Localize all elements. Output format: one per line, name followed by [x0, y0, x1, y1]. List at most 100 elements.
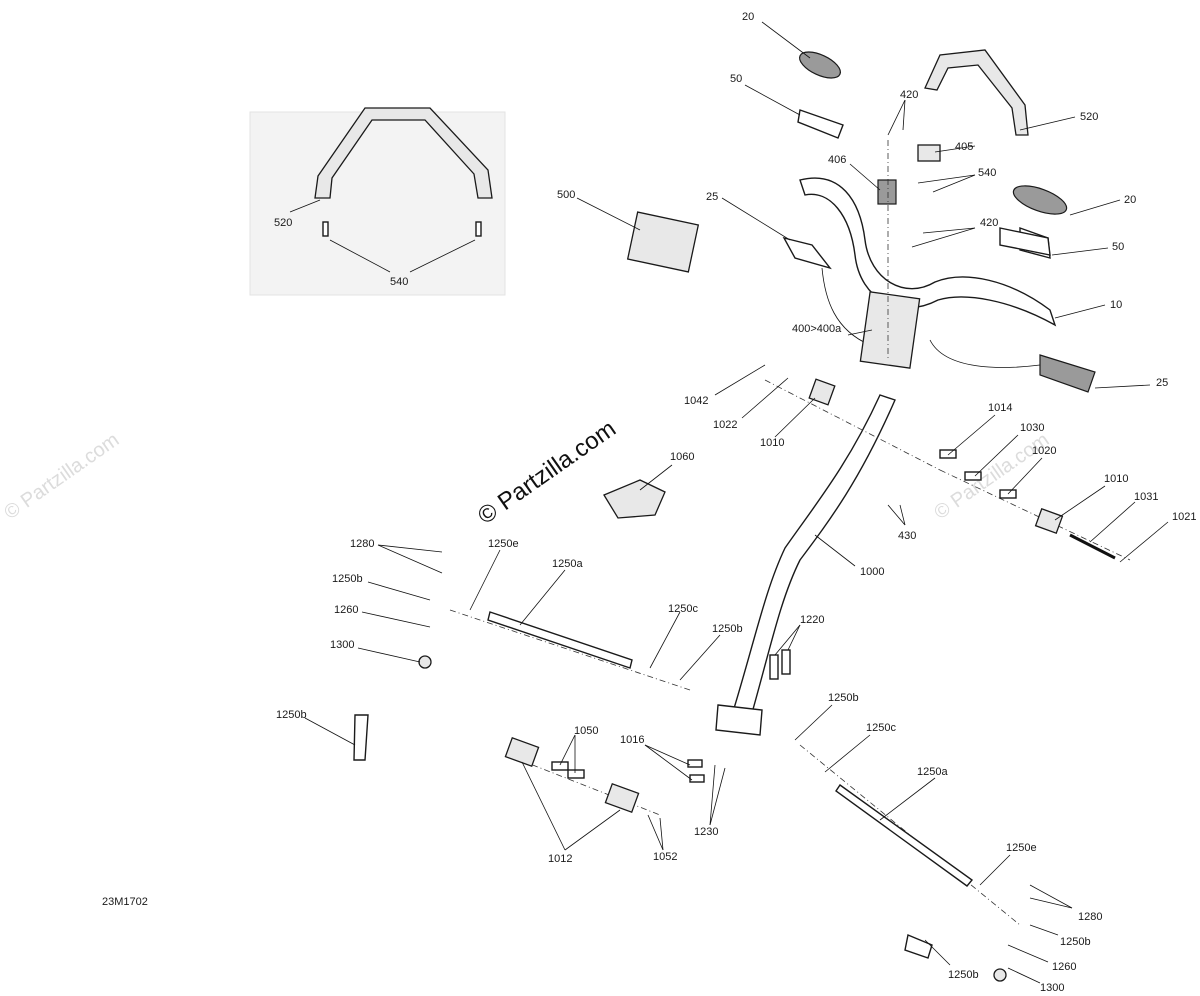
part-1220-b — [781, 649, 791, 675]
rod-1250a-left — [487, 611, 633, 669]
column-bracket — [715, 704, 763, 736]
callout-520: 520 — [274, 217, 292, 229]
part-1250b-lower-left — [353, 714, 369, 761]
handlebar-tube — [799, 177, 1057, 327]
grab-handle-top — [924, 49, 1029, 136]
callout-420: 420 — [980, 217, 998, 229]
callout-1260: 1260 — [1052, 961, 1076, 973]
callout-430: 430 — [898, 530, 916, 542]
part-1012-left — [504, 736, 540, 768]
rod-1250a-right — [835, 784, 974, 887]
callout-1016: 1016 — [620, 734, 644, 746]
callout-1010: 1010 — [760, 437, 784, 449]
part-1010-right — [1034, 507, 1064, 535]
grip-left — [799, 51, 841, 79]
svg-text:© Partzilla.com: © Partzilla.com — [473, 415, 621, 530]
callout-1060: 1060 — [670, 451, 694, 463]
handlebar-cap-406 — [877, 179, 897, 205]
callout-10: 10 — [1110, 299, 1122, 311]
callout-1250b: 1250b — [332, 573, 363, 585]
bolt-inset-right — [475, 221, 482, 237]
callout-labels: 20 50 420 520 405 406 540 20 500 25 420 … — [102, 11, 1196, 994]
callout-1220: 1220 — [800, 614, 824, 626]
watermark-faint-left: © Partzilla.com — [0, 429, 123, 524]
callout-500: 500 — [557, 189, 575, 201]
diagram-code: 23M1702 — [102, 896, 148, 908]
handwarmer-right — [1039, 354, 1096, 393]
callout-1042: 1042 — [684, 395, 708, 407]
callout-1031: 1031 — [1134, 491, 1158, 503]
handwarmer-left — [782, 236, 832, 270]
callout-25: 25 — [1156, 377, 1168, 389]
callout-520: 520 — [1080, 111, 1098, 123]
callout-540: 540 — [390, 276, 408, 288]
svg-text:© Partzilla.com: © Partzilla.com — [930, 429, 1053, 524]
bolt-inset-left — [322, 221, 329, 237]
callout-1230: 1230 — [694, 826, 718, 838]
part-1050-b — [567, 769, 585, 779]
part-1010-left — [808, 378, 836, 406]
callout-1250b: 1250b — [1060, 936, 1091, 948]
part-1016-b — [689, 774, 705, 783]
callout-1260: 1260 — [334, 604, 358, 616]
callout-1012: 1012 — [548, 853, 572, 865]
part-1031 — [1069, 533, 1116, 560]
handwarmer-left-wire — [821, 267, 871, 346]
callout-1280: 1280 — [350, 538, 374, 550]
callout-1020: 1020 — [1032, 445, 1056, 457]
callout-1250b: 1250b — [712, 623, 743, 635]
part-50-tube-right — [999, 227, 1051, 256]
callout-50: 50 — [1112, 241, 1124, 253]
watermark-faint-right: © Partzilla.com — [930, 429, 1053, 524]
callout-400: 400>400a — [792, 323, 842, 335]
callout-1250a: 1250a — [552, 558, 583, 570]
callout-1280: 1280 — [1078, 911, 1102, 923]
callout-1250b: 1250b — [828, 692, 859, 704]
callout-1050: 1050 — [574, 725, 598, 737]
callout-1300: 1300 — [330, 639, 354, 651]
handlebar-cap-405 — [917, 144, 941, 162]
callout-1250b: 1250b — [948, 969, 979, 981]
riser-block — [859, 291, 921, 369]
grip-right — [1012, 185, 1068, 215]
part-500-module — [626, 211, 700, 273]
callout-1250a: 1250a — [917, 766, 948, 778]
callout-1250c: 1250c — [866, 722, 896, 734]
part-50-tube-top — [797, 109, 844, 139]
callout-405: 405 — [955, 141, 973, 153]
watermark-main: © Partzilla.com — [473, 415, 621, 530]
part-1060-cover — [603, 479, 666, 519]
part-1014 — [939, 449, 957, 459]
callout-20: 20 — [1124, 194, 1136, 206]
part-1016-a — [687, 759, 703, 768]
part-1300-left — [418, 655, 432, 669]
part-1050-a — [551, 761, 569, 771]
handwarmer-wire — [929, 339, 1041, 368]
steering-column — [731, 394, 896, 721]
callout-1030: 1030 — [1020, 422, 1044, 434]
callout-1250c: 1250c — [668, 603, 698, 615]
callout-540: 540 — [978, 167, 996, 179]
loose-parts — [353, 109, 1116, 982]
callout-1052: 1052 — [653, 851, 677, 863]
part-1220-a — [769, 654, 779, 680]
callout-1022: 1022 — [713, 419, 737, 431]
callout-1250e: 1250e — [488, 538, 519, 550]
callout-25: 25 — [706, 191, 718, 203]
callout-1021: 1021 — [1172, 511, 1196, 523]
handlebar-assembly — [449, 49, 1131, 926]
callout-1250b: 1250b — [276, 709, 307, 721]
grab-handle-inset — [314, 107, 493, 199]
callout-406: 406 — [828, 154, 846, 166]
callout-1000: 1000 — [860, 566, 884, 578]
part-1030 — [964, 471, 982, 481]
part-1300-right — [993, 968, 1007, 982]
leader-lines — [289, 21, 1169, 984]
callout-1250e: 1250e — [1006, 842, 1037, 854]
callout-1014: 1014 — [988, 402, 1012, 414]
part-1250b-lower-right — [904, 934, 933, 959]
svg-text:© Partzilla.com: © Partzilla.com — [0, 429, 123, 524]
callout-420: 420 — [900, 89, 918, 101]
inset-detail — [249, 107, 506, 296]
